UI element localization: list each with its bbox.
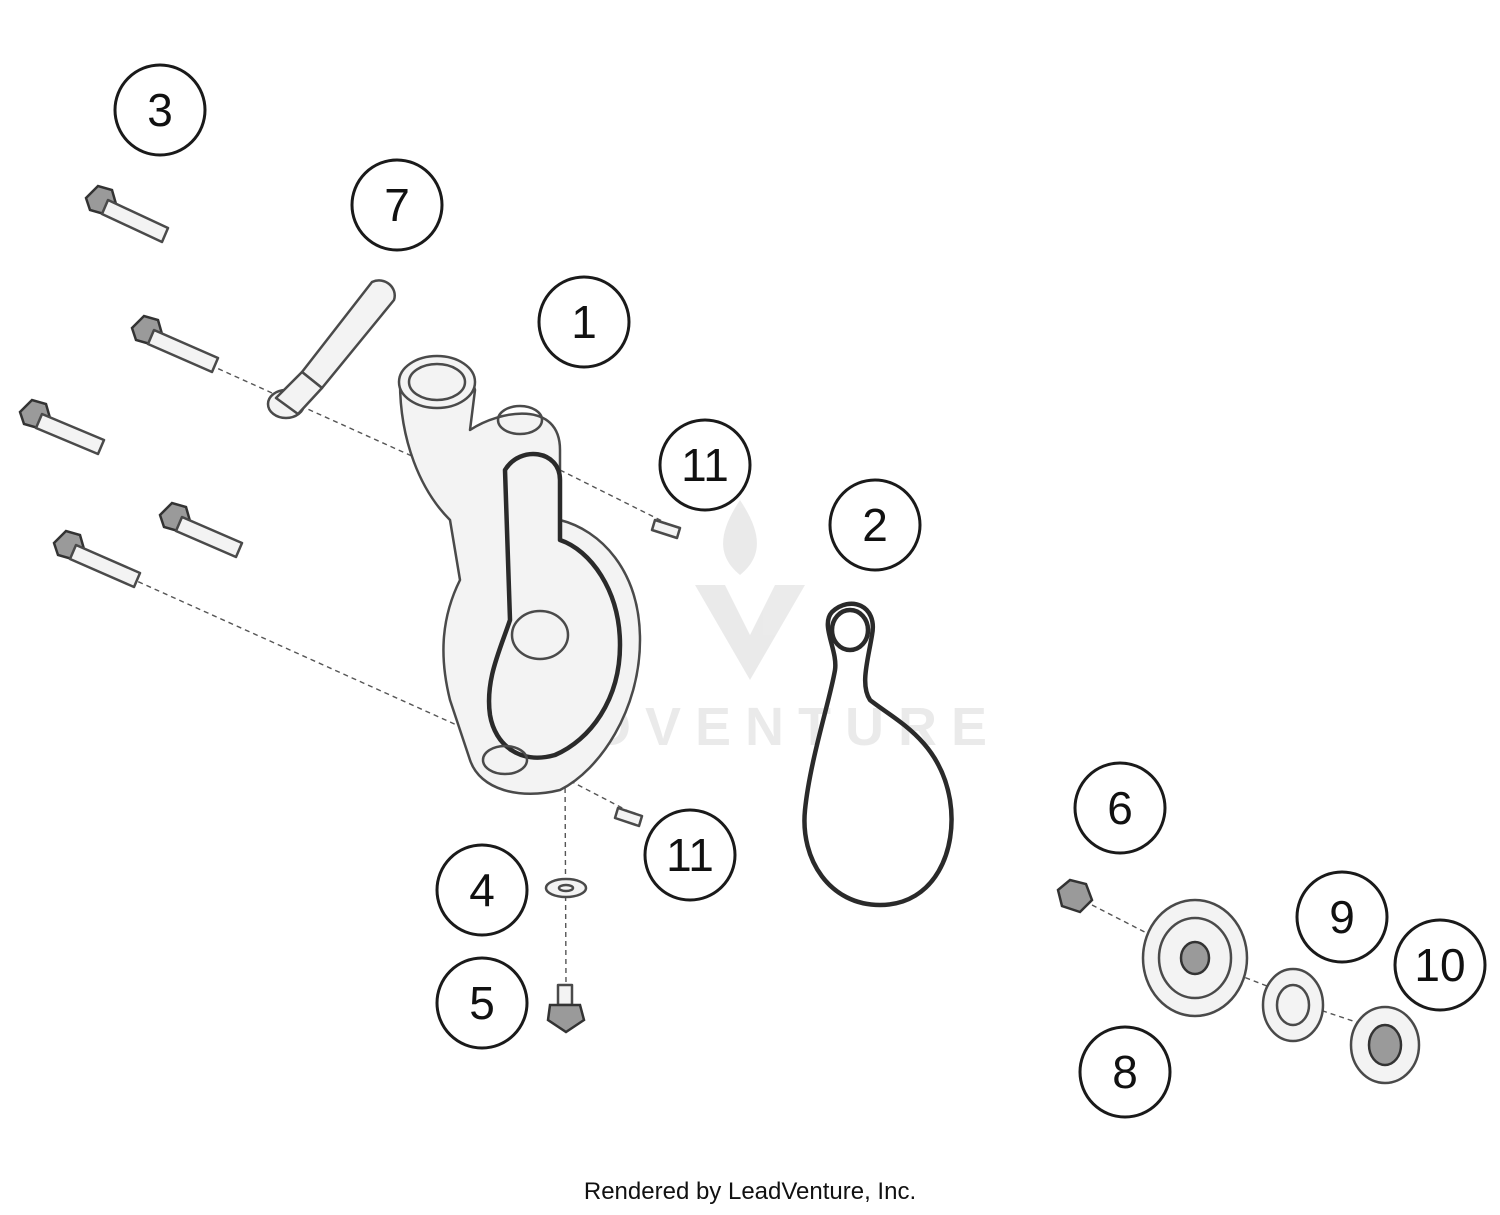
bolt-icon bbox=[158, 501, 244, 559]
callout-8: 8 bbox=[1078, 1025, 1172, 1119]
callout-label: 10 bbox=[1414, 939, 1465, 991]
callout-3: 3 bbox=[113, 63, 207, 157]
dowel-pin-icon bbox=[613, 806, 644, 828]
callout-label: 3 bbox=[147, 84, 173, 136]
callout-label: 4 bbox=[469, 864, 495, 916]
dowel-pin-icon bbox=[650, 518, 682, 540]
washer-icon bbox=[544, 877, 588, 899]
callout-6: 6 bbox=[1073, 761, 1167, 855]
drain-screw-icon bbox=[546, 983, 586, 1034]
callout-7: 7 bbox=[350, 158, 444, 252]
bearing-icon bbox=[1261, 967, 1325, 1043]
shaft-seal-icon bbox=[1349, 1005, 1421, 1085]
callout-2: 2 bbox=[828, 478, 922, 572]
callout-label: 5 bbox=[469, 977, 495, 1029]
callout-label: 1 bbox=[571, 296, 597, 348]
callout-5: 5 bbox=[435, 956, 529, 1050]
bolt-icon bbox=[130, 314, 220, 374]
nut-icon bbox=[1056, 878, 1094, 914]
impeller-icon bbox=[1141, 898, 1249, 1018]
callout-label: 9 bbox=[1329, 891, 1355, 943]
callout-label: 2 bbox=[862, 499, 888, 551]
callout-10: 10 bbox=[1393, 918, 1487, 1012]
callout-label: 7 bbox=[384, 179, 410, 231]
callout-9: 9 bbox=[1295, 870, 1389, 964]
bolt-icon bbox=[84, 184, 170, 244]
bolt-icon bbox=[18, 398, 106, 456]
callout-4: 4 bbox=[435, 843, 529, 937]
callout-label: 6 bbox=[1107, 782, 1133, 834]
callout-1: 1 bbox=[537, 275, 631, 369]
bolt-icon bbox=[52, 529, 142, 589]
rendered-by-credit: Rendered by LeadVenture, Inc. bbox=[583, 1178, 917, 1205]
water-pump-cover-icon bbox=[397, 354, 642, 795]
callout-label: 11 bbox=[666, 829, 714, 881]
callout-label: 11 bbox=[681, 439, 729, 491]
callout-11-upper: 11 bbox=[658, 418, 752, 512]
hose-fitting-icon bbox=[266, 279, 396, 420]
gasket-icon bbox=[802, 601, 954, 908]
callout-label: 8 bbox=[1112, 1046, 1138, 1098]
callout-11-lower: 11 bbox=[643, 808, 737, 902]
